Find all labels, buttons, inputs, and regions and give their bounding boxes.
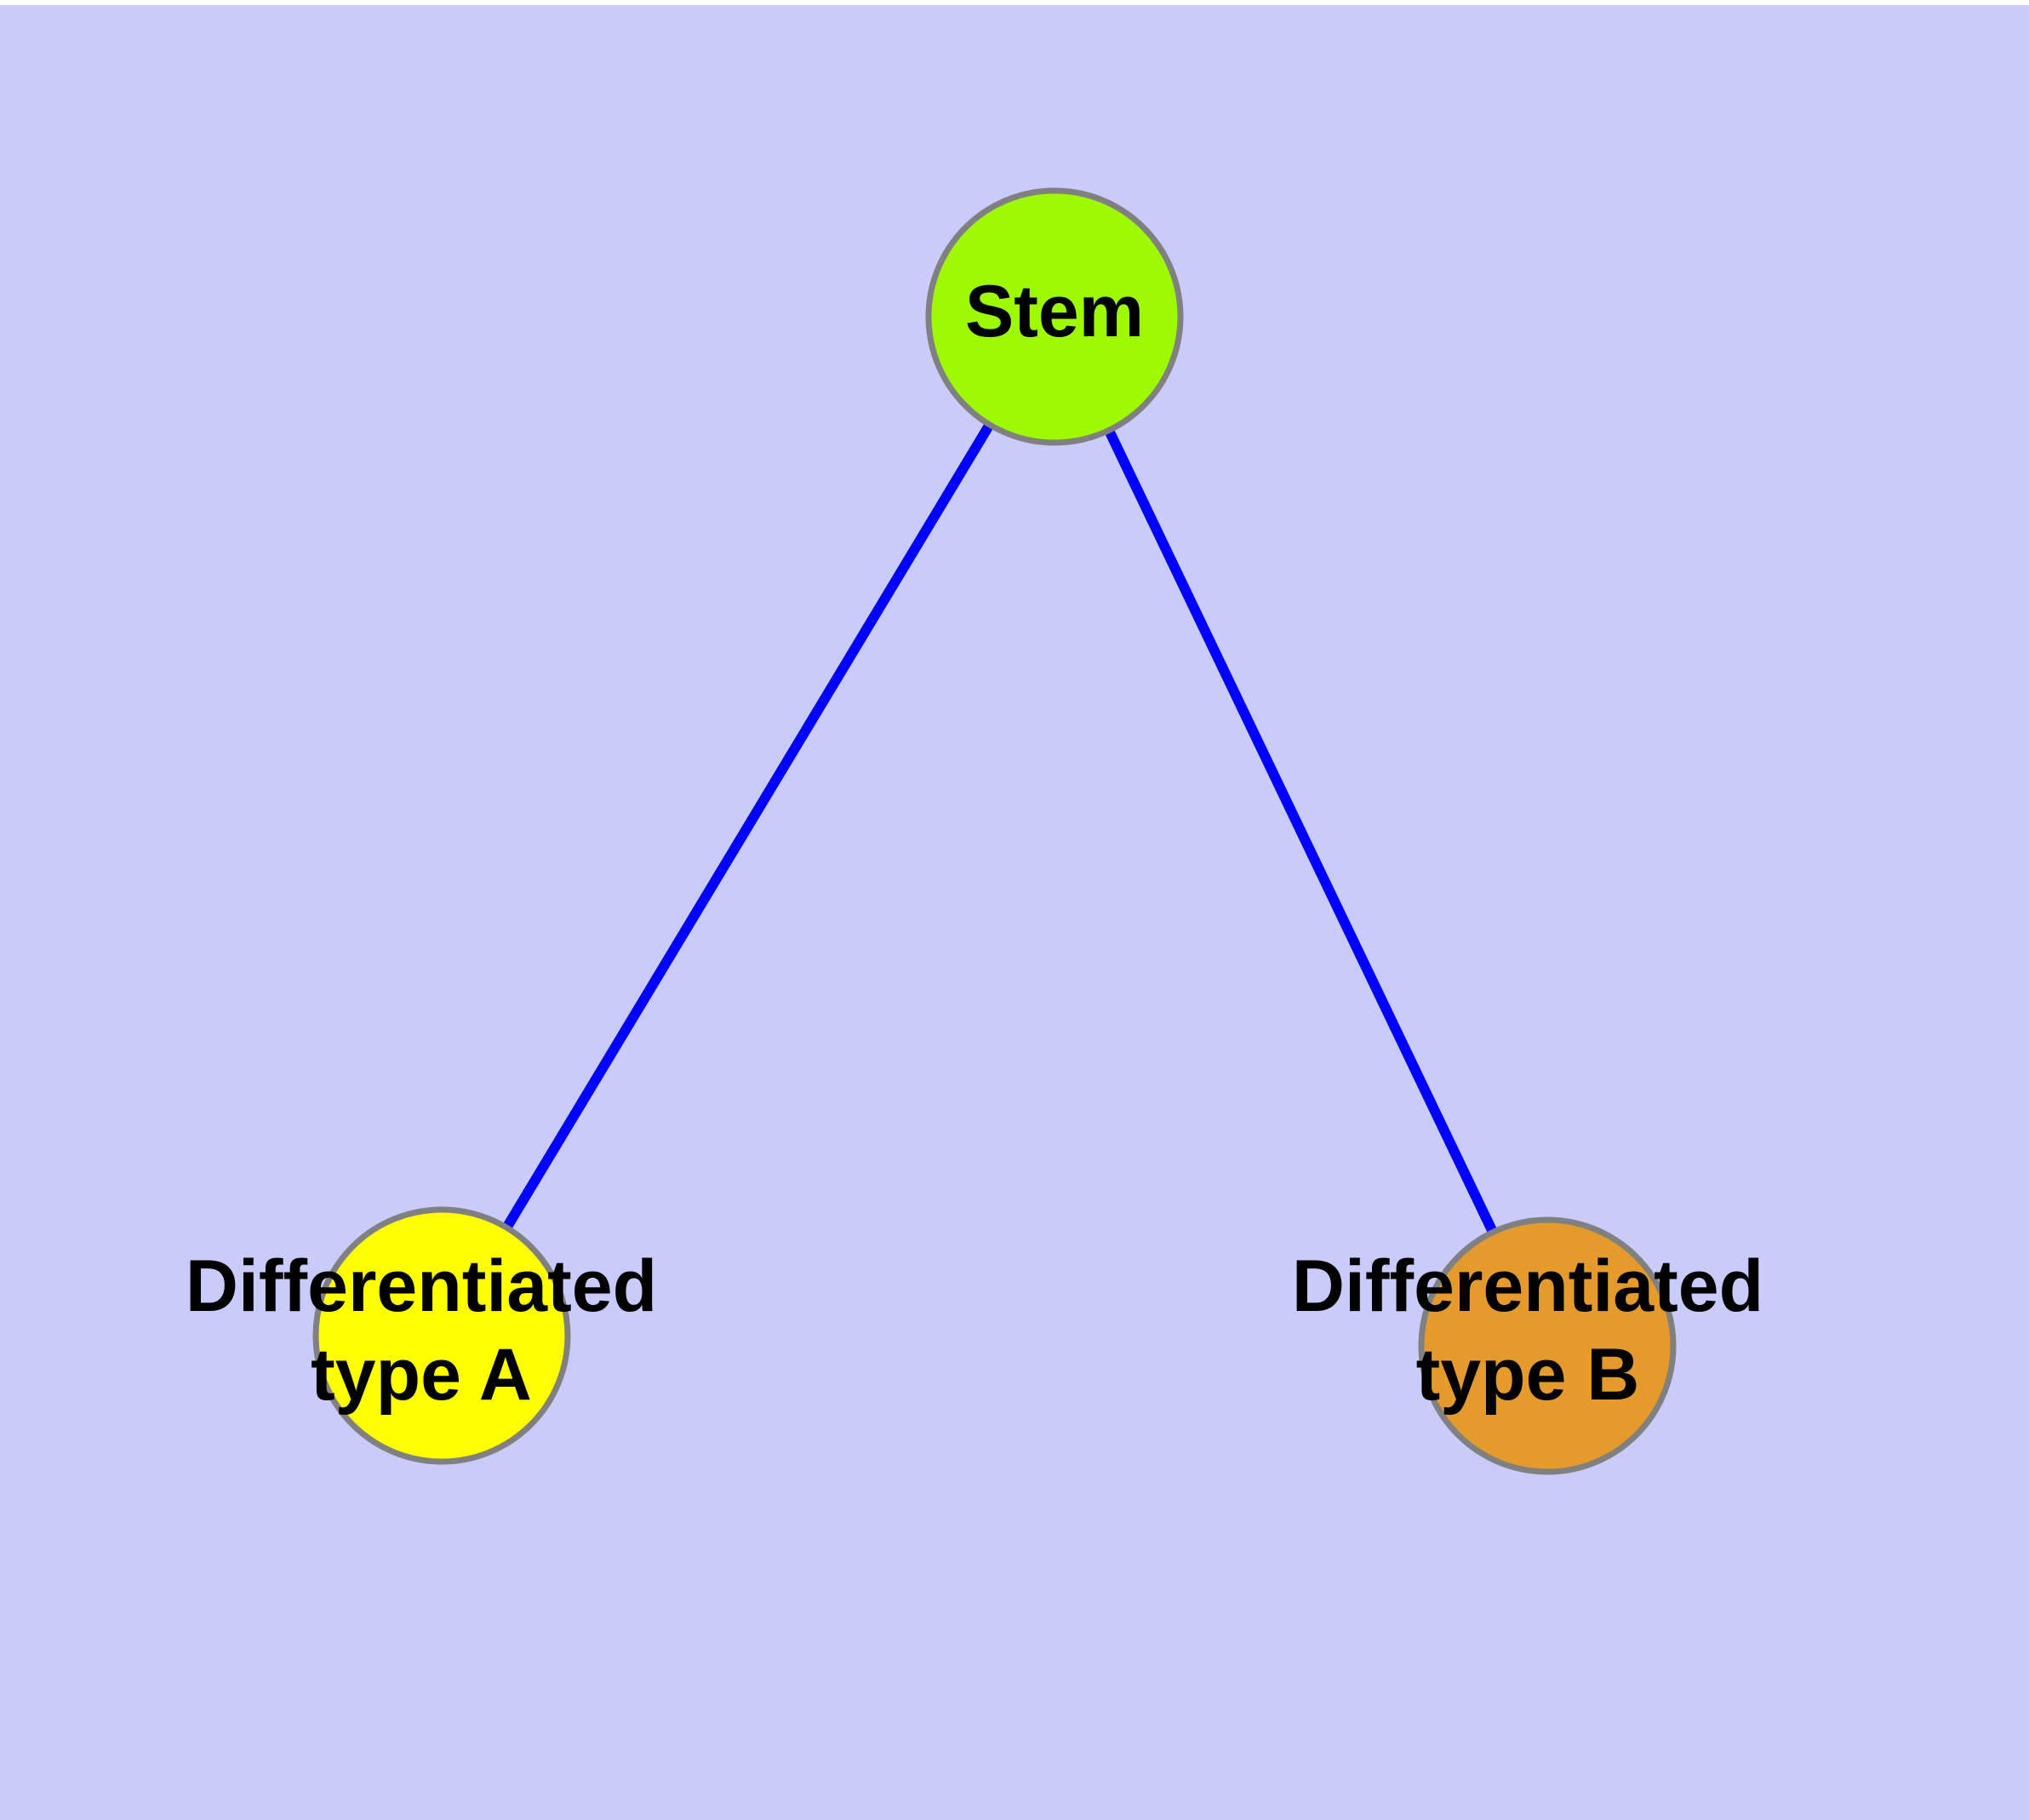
edge-stem-diff-b [1049, 314, 1552, 1348]
node-label-line: type A [311, 1334, 532, 1416]
node-label-line: type B [1416, 1334, 1640, 1416]
node-circle-stem[interactable] [925, 187, 1184, 446]
nodes-group [312, 187, 1677, 1475]
node-circle-diff_b[interactable] [1418, 1216, 1677, 1475]
edge-stem-diff-a [437, 313, 1060, 1339]
node-label-line: Differentiated [186, 1245, 657, 1327]
edges-group [437, 313, 1552, 1348]
node-label-line: Stem [965, 271, 1144, 352]
node-label-stem: Stem [965, 271, 1144, 352]
node-label-line: Differentiated [1292, 1245, 1763, 1327]
node-circle-diff_a[interactable] [312, 1206, 571, 1465]
